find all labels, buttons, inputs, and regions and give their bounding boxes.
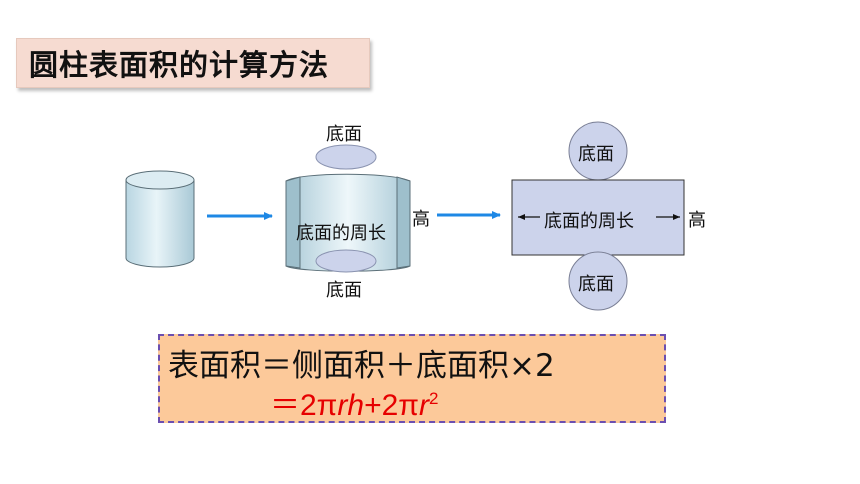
net-top-base-label: 底面 <box>578 144 614 165</box>
top-base-label: 底面 <box>326 124 362 145</box>
opened-cylinder-shape <box>285 144 411 273</box>
formula-box: 表面积＝侧面积＋底面积×2 ＝2πrh+2πr2 <box>158 334 666 423</box>
net-height-label: 高 <box>688 210 706 231</box>
cylinder-net <box>511 121 685 311</box>
formula-line-1: 表面积＝侧面积＋底面积×2 <box>168 348 555 384</box>
page-title: 圆柱表面积的计算方法 <box>16 38 370 88</box>
cylinder-shape <box>125 170 195 268</box>
height-label: 高 <box>412 209 430 230</box>
bottom-base-label: 底面 <box>326 280 362 301</box>
formula-line-2: ＝2πrh+2πr2 <box>270 389 439 422</box>
net-bottom-base-label: 底面 <box>578 274 614 295</box>
net-circumference-label: 底面的周长 <box>544 211 634 232</box>
circumference-label: 底面的周长 <box>296 223 386 244</box>
